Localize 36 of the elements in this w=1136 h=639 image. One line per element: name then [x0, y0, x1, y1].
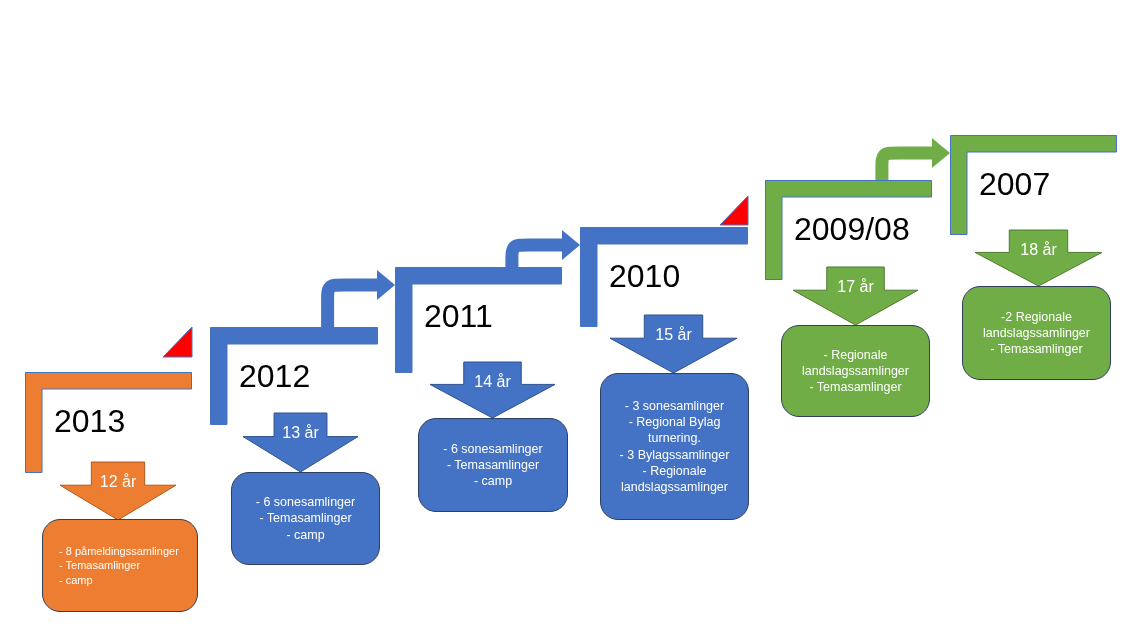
- bent-arrow: [321, 270, 395, 329]
- year-label: 2010: [609, 260, 681, 292]
- list-item: - Regionale landslagssamlinger: [620, 462, 729, 496]
- year-label: 2009/08: [794, 213, 910, 245]
- list-item: -2 Regionale landslagssamlinger: [982, 308, 1091, 342]
- rounded-box: [42, 519, 198, 612]
- age-label: 12 år: [98, 474, 138, 490]
- year-label: 2012: [239, 360, 311, 392]
- rounded-box: [418, 418, 568, 512]
- list-item: - Temasamlinger: [259, 510, 352, 527]
- age-label: 15 år: [654, 327, 693, 343]
- rounded-box: [231, 472, 380, 565]
- list-item: - Regionale landslagssamlinger: [801, 346, 910, 380]
- list-item: - camp: [473, 473, 513, 490]
- age-label: 18 år: [1019, 242, 1058, 258]
- rounded-box: [781, 325, 930, 417]
- list-item: - 8 påmeldingssamlinger: [59, 544, 179, 559]
- list-item: - 6 sonesamlinger: [443, 440, 543, 457]
- age-label: 17 år: [836, 279, 875, 295]
- age-label: 13 år: [281, 425, 320, 441]
- year-label: 2013: [54, 405, 126, 437]
- list-item: - 3 sonesamlinger: [624, 397, 725, 414]
- rounded-box: [962, 286, 1111, 380]
- list-item: - 6 sonesamlinger: [255, 494, 356, 511]
- age-label: 14 år: [473, 374, 512, 390]
- list-item: - Temasamlinger: [59, 558, 141, 573]
- list-item: - camp: [59, 572, 93, 587]
- year-label: 2011: [424, 300, 493, 332]
- list-item: - camp: [286, 526, 325, 543]
- list-item: - 3 Bylagssamlinger: [619, 446, 730, 463]
- list-item: - Temasamlinger: [809, 379, 902, 396]
- list-item: - Temasamlinger: [446, 456, 540, 474]
- year-label: 2007: [979, 168, 1051, 200]
- rounded-box: [600, 373, 749, 520]
- list-item: - Temasamlinger: [990, 341, 1083, 358]
- list-item: - Regional Bylag turnering.: [627, 414, 722, 447]
